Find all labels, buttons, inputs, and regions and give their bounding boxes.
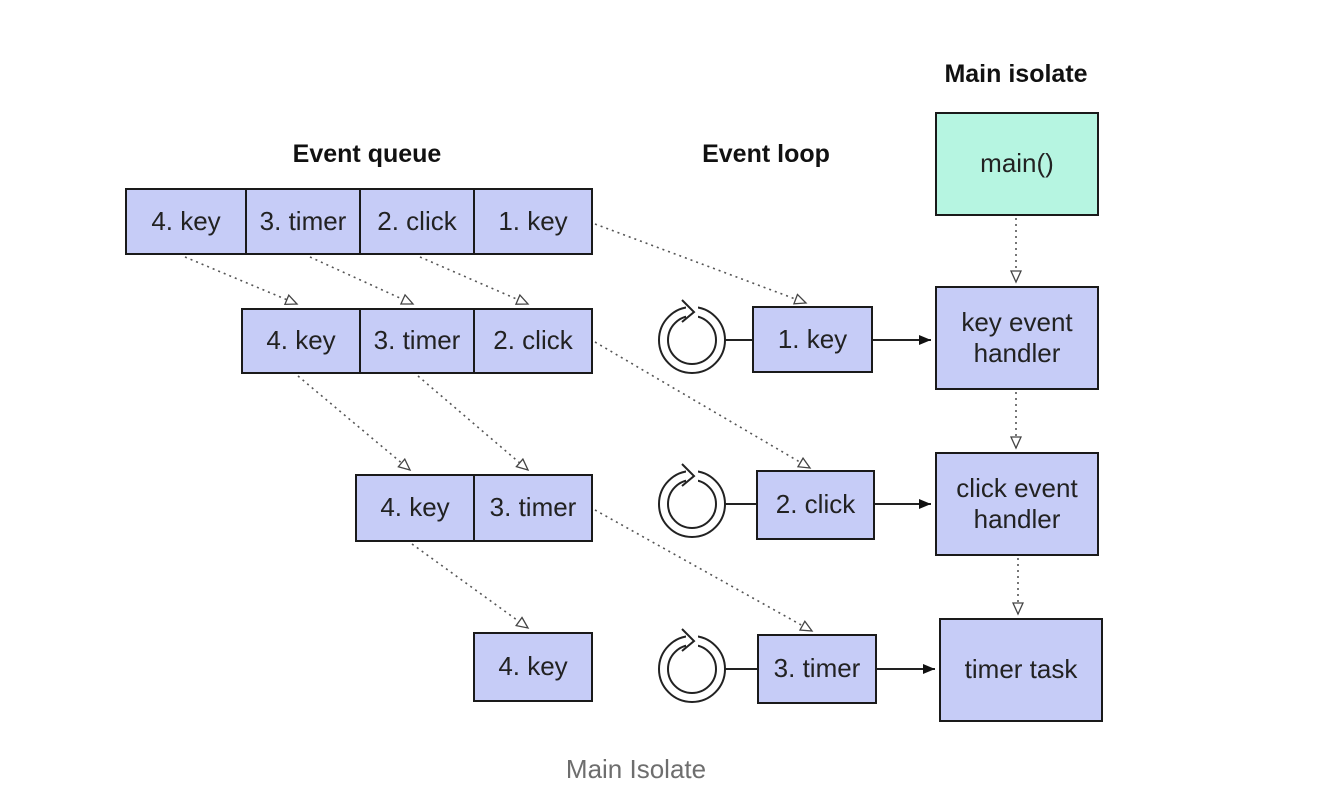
loop-event-box: 2. click <box>756 470 875 540</box>
queue-cell: 2. click <box>359 188 475 255</box>
event-loop-header: Event loop <box>702 140 830 168</box>
diagram-caption: Main Isolate <box>565 754 707 784</box>
key-event-handler-box: key event handler <box>935 286 1099 390</box>
queue-shift-arrow <box>419 256 530 305</box>
event-queue-header: Event queue <box>292 140 442 168</box>
queue-shift-arrow <box>184 256 299 306</box>
click-event-handler-box: click event handler <box>935 452 1099 556</box>
queue-shift-arrow <box>297 375 412 472</box>
dequeue-arrow <box>594 223 808 305</box>
loop-event-box: 3. timer <box>757 634 877 704</box>
loop-cycle-icon <box>658 463 726 538</box>
queue-cell: 1. key <box>473 188 593 255</box>
loop-event-box: 1. key <box>752 306 873 373</box>
queue-shift-arrow <box>417 375 530 472</box>
loop-cycle-icon <box>658 299 726 374</box>
queue-cell: 3. timer <box>245 188 361 255</box>
queue-cell: 3. timer <box>473 474 593 542</box>
main-isolate-header: Main isolate <box>944 60 1088 88</box>
queue-cell: 4. key <box>125 188 247 255</box>
queue-cell: 4. key <box>355 474 475 542</box>
queue-cell: 4. key <box>473 632 593 702</box>
queue-shift-arrow <box>411 543 530 629</box>
queue-cell: 2. click <box>473 308 593 374</box>
queue-cell: 4. key <box>241 308 361 374</box>
queue-shift-arrow <box>309 256 415 305</box>
timer-task-box: timer task <box>939 618 1103 722</box>
loop-cycle-icon <box>658 628 726 703</box>
queue-cell: 3. timer <box>359 308 475 374</box>
main-function-box: main() <box>935 112 1099 216</box>
